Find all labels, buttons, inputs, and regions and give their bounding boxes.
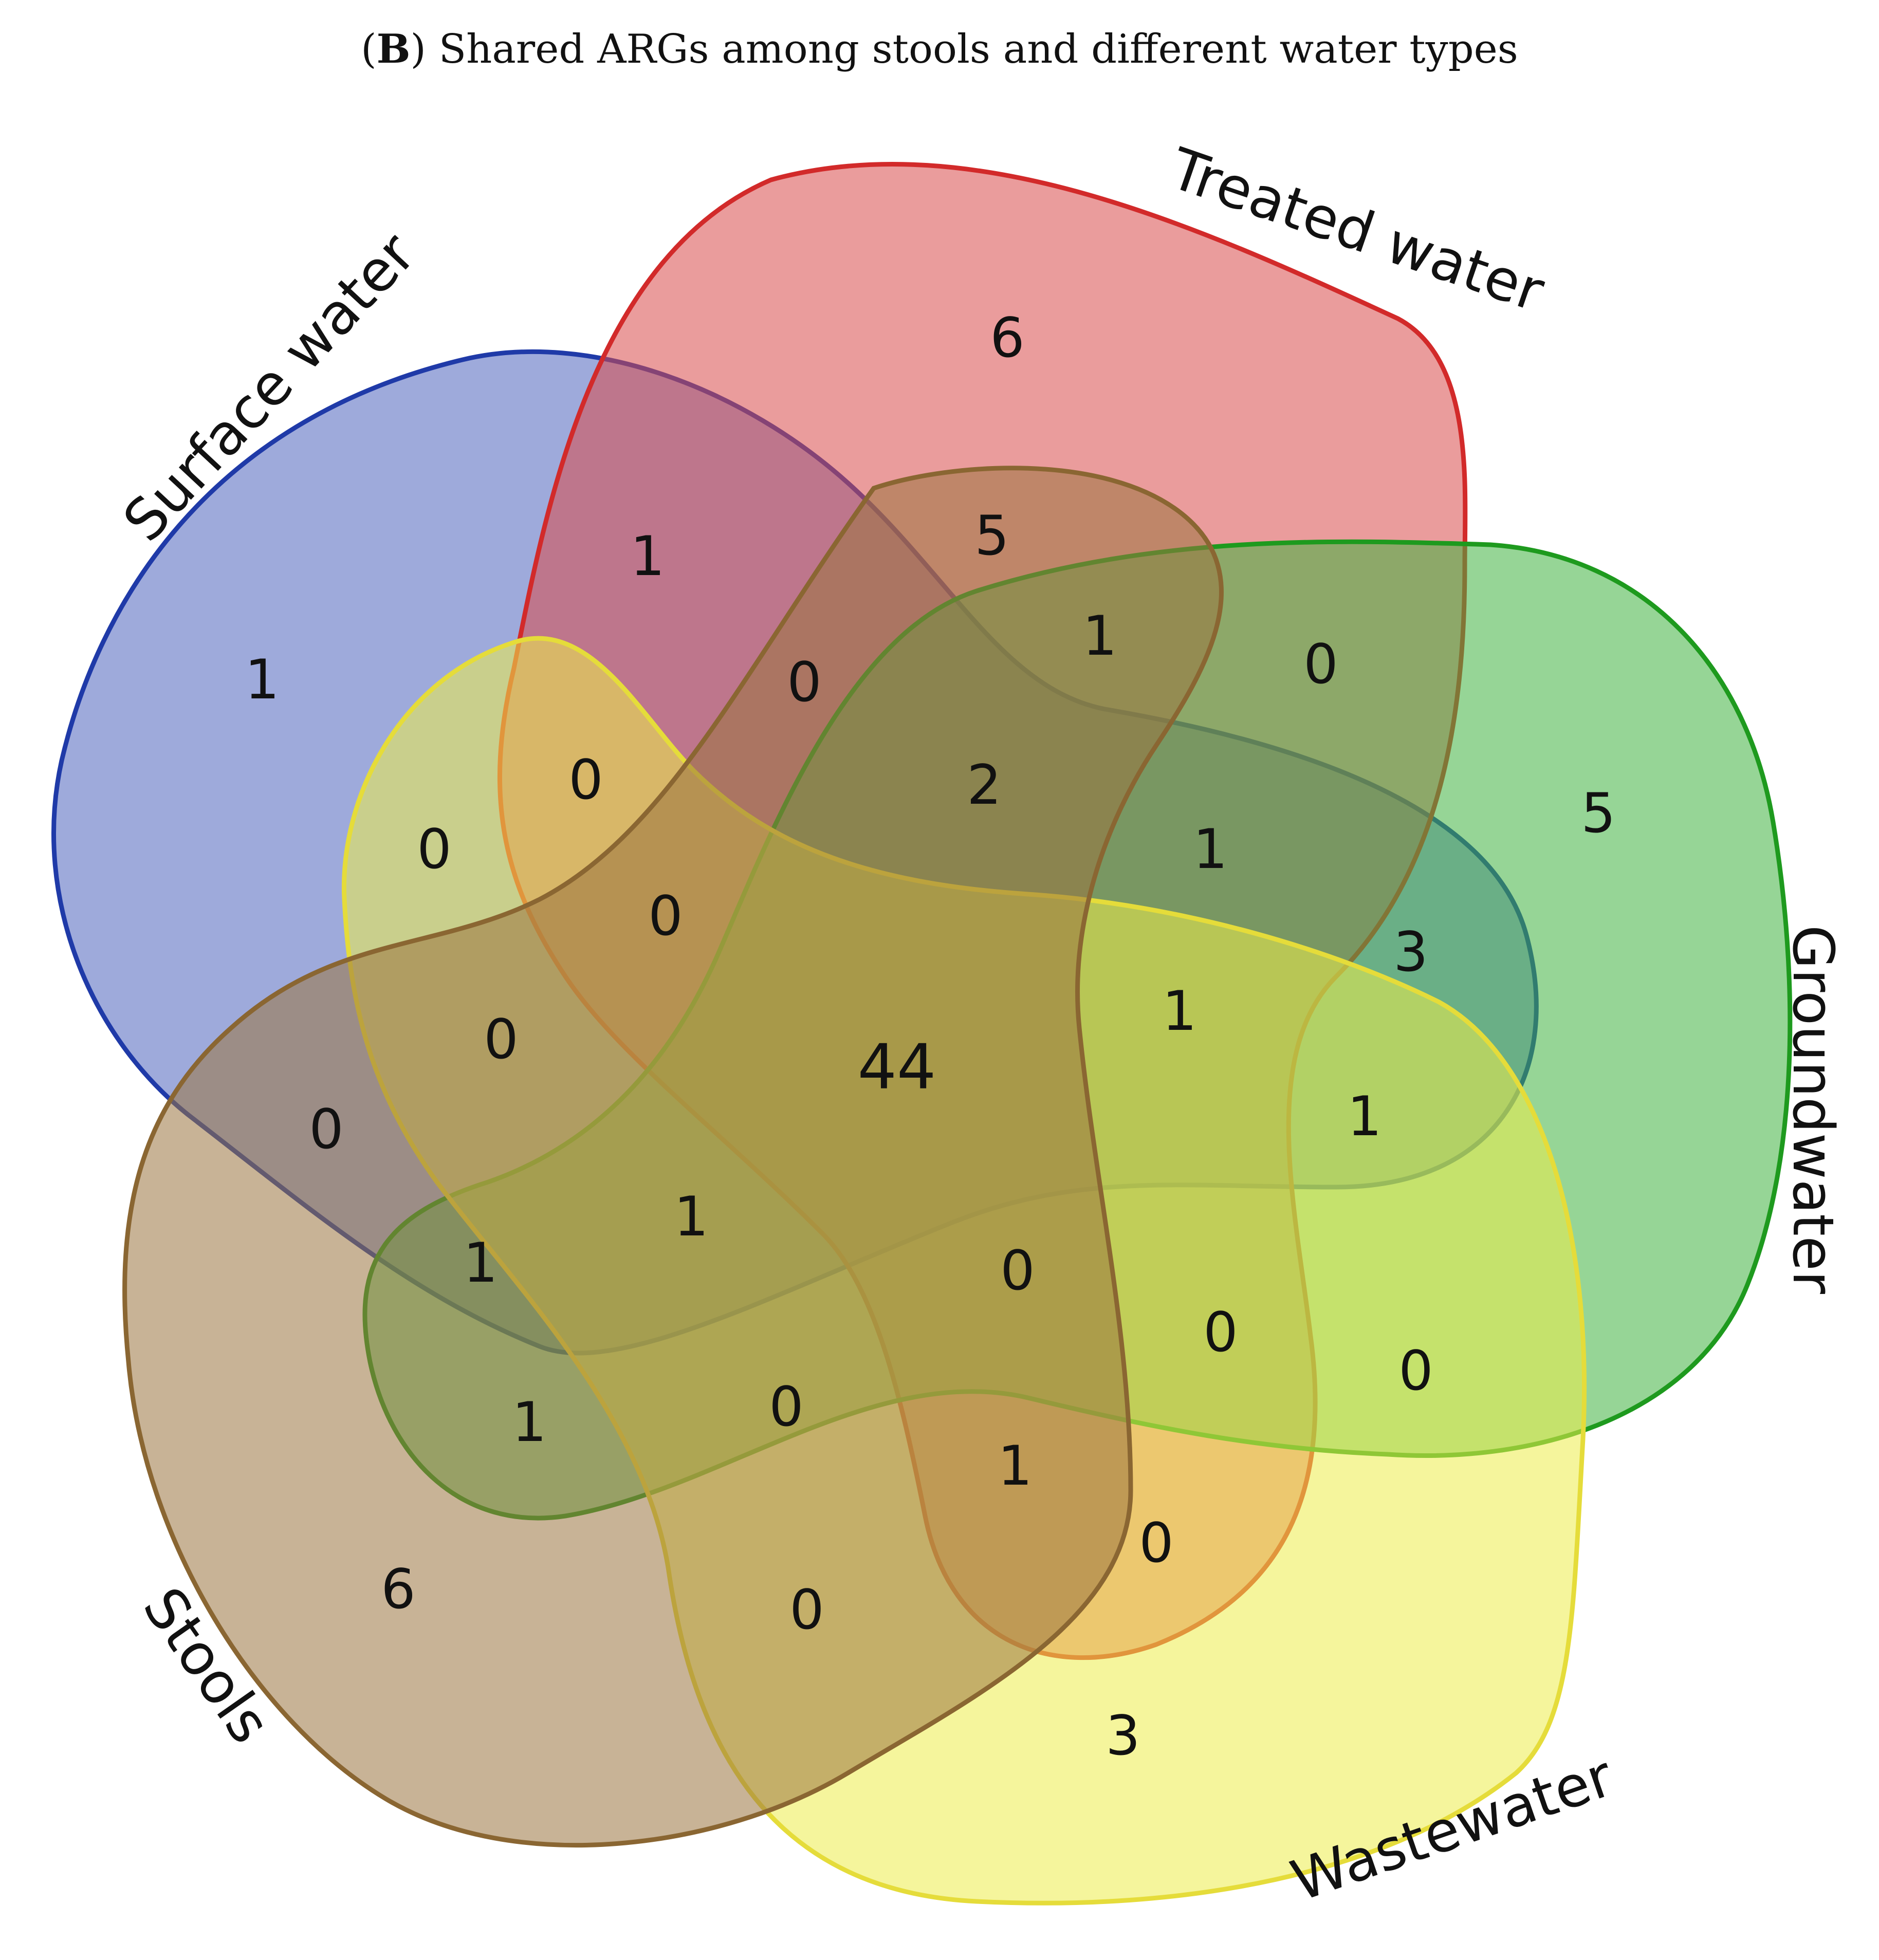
count-treated-only: 6 — [990, 306, 1024, 369]
count-surface-only: 1 — [245, 648, 279, 711]
count-region: 1 — [512, 1391, 546, 1454]
count-region: 0 — [484, 1008, 518, 1071]
count-region: 0 — [1000, 1239, 1035, 1302]
count-region: 0 — [1303, 633, 1338, 696]
count-region-center: 44 — [858, 1032, 936, 1103]
count-stools-only: 6 — [381, 1558, 415, 1621]
count-region: 0 — [1203, 1301, 1238, 1364]
count-region: 0 — [769, 1375, 803, 1438]
count-region: 1 — [1082, 604, 1117, 668]
count-region: 0 — [648, 884, 683, 948]
count-region: 0 — [309, 1098, 343, 1161]
count-region: 1 — [998, 1434, 1032, 1497]
set-label-groundwater: Groundwater — [1780, 925, 1846, 1295]
count-region: 0 — [568, 748, 603, 811]
count-groundwater-only: 5 — [1581, 782, 1615, 845]
title-text: ) Shared ARGs among stools and different… — [410, 26, 1518, 72]
count-region: 1 — [463, 1231, 498, 1295]
figure-title: (B) Shared ARGs among stools and differe… — [0, 26, 1879, 72]
count-region: 0 — [1398, 1339, 1433, 1402]
count-region: 1 — [674, 1185, 708, 1248]
count-region: 0 — [787, 651, 821, 714]
count-region: 0 — [789, 1578, 824, 1641]
set-stools — [122, 466, 1224, 1847]
title-letter: B — [376, 26, 411, 72]
count-region: 1 — [1347, 1085, 1381, 1148]
count-region: 5 — [974, 504, 1009, 567]
count-wastewater-only: 3 — [1106, 1704, 1140, 1767]
count-region: 0 — [417, 818, 451, 881]
count-region: 2 — [967, 753, 1001, 817]
count-region: 1 — [630, 525, 665, 588]
count-region: 0 — [1139, 1511, 1173, 1575]
count-region: 3 — [1393, 920, 1428, 984]
count-region: 1 — [1162, 979, 1196, 1043]
title-prefix: ( — [361, 26, 377, 72]
count-region: 1 — [1193, 818, 1227, 881]
